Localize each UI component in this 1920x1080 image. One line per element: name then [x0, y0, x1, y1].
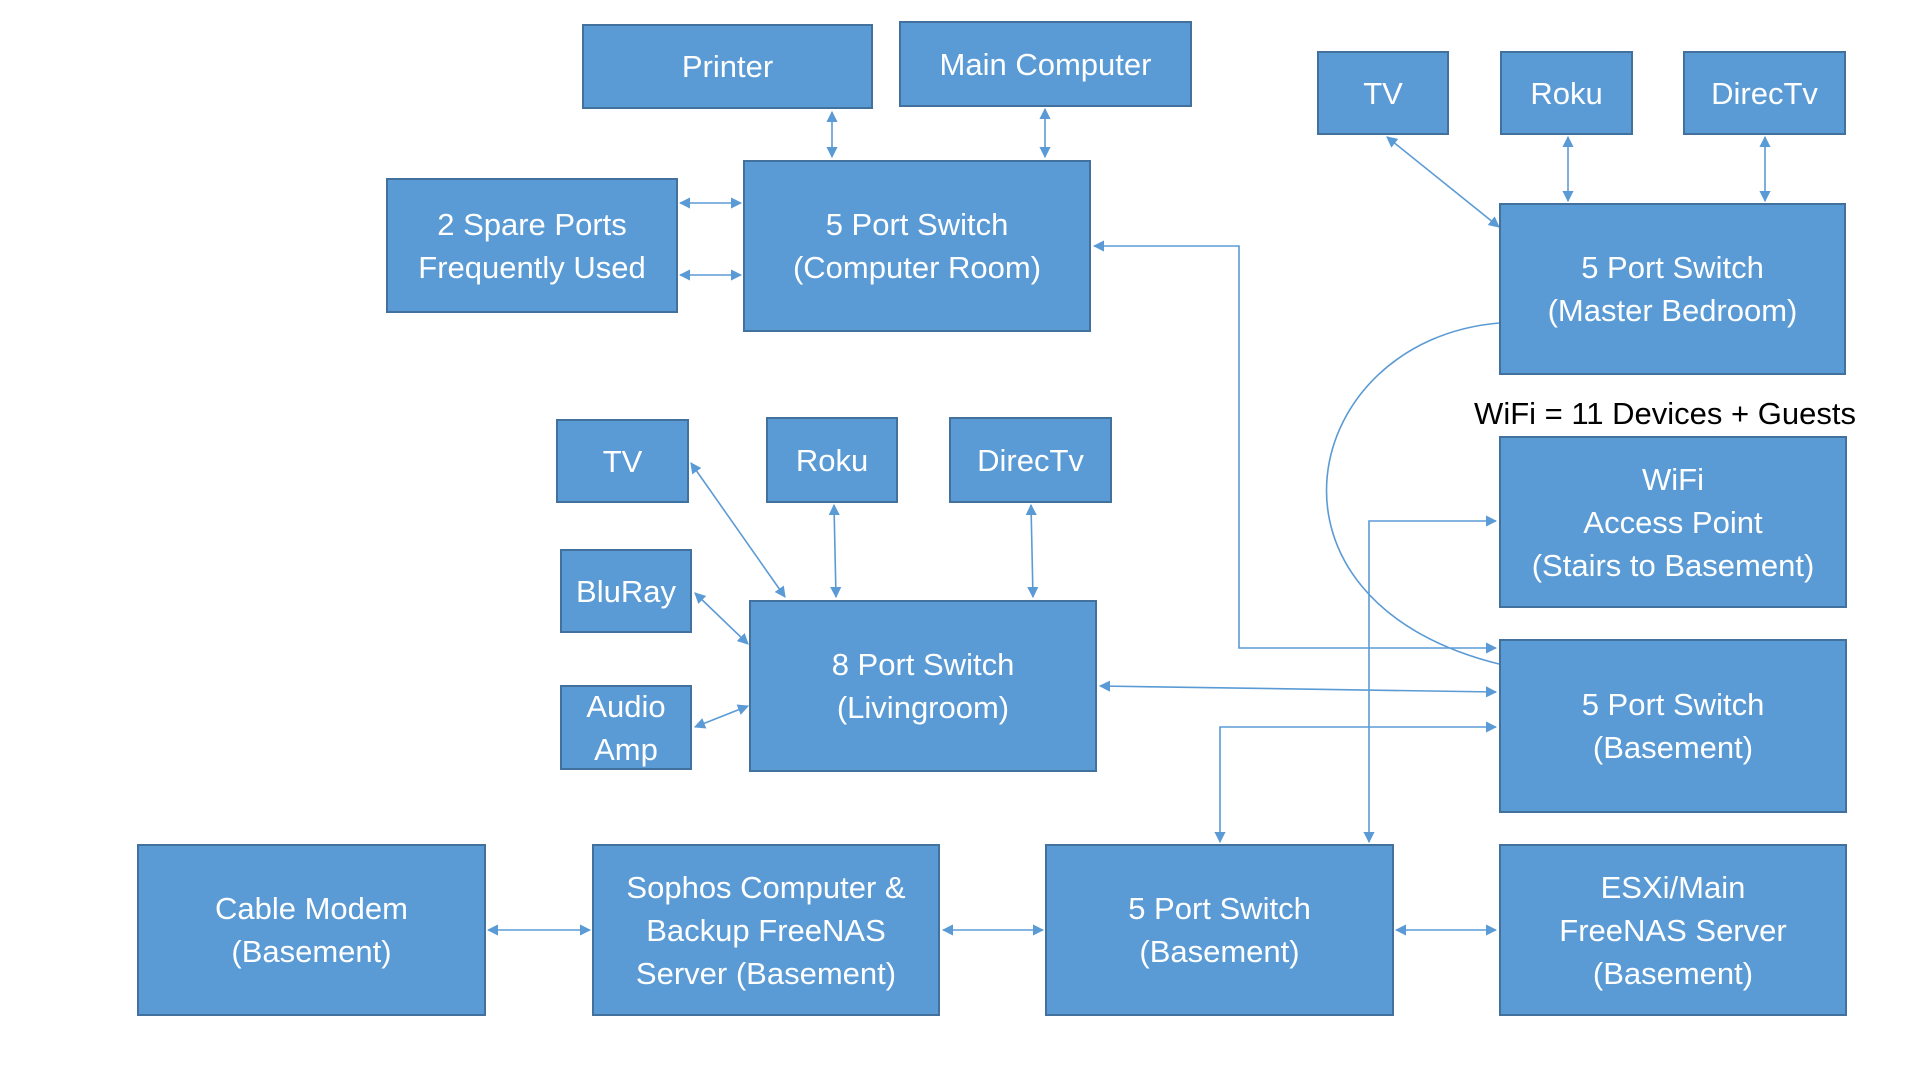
- node-label-line: 5 Port Switch: [1581, 687, 1765, 722]
- node-label-line: (Livingroom): [836, 690, 1010, 725]
- node-label-line: (Basement): [231, 934, 392, 969]
- node-label-line: WiFi: [1642, 461, 1704, 497]
- node-label-line: Main Computer: [939, 46, 1152, 82]
- node-label-line: Backup FreeNAS: [646, 912, 886, 948]
- node-switch-livingroom: 8 Port Switch (Livingroom): [749, 600, 1097, 772]
- node-label-line: Frequently Used: [418, 249, 646, 285]
- node-mb-tv: TV: [1317, 51, 1449, 135]
- node-label-line: FreeNAS Server: [1559, 912, 1787, 948]
- node-main-computer: Main Computer: [899, 21, 1192, 107]
- node-label-line: Audio: [586, 688, 666, 724]
- node-label-line: (Basement): [1592, 955, 1754, 991]
- node-label-line: (Master Bedroom): [1547, 293, 1798, 328]
- node-label-line: (Computer Room): [792, 250, 1042, 285]
- node-switch-computer-room: 5 Port Switch (Computer Room): [743, 160, 1091, 332]
- connector-audioamp-switch: [693, 704, 750, 729]
- node-label-line: 5 Port Switch: [1128, 891, 1311, 926]
- connector-lrtv-switch: [690, 462, 786, 598]
- node-printer: Printer: [582, 24, 873, 109]
- connector-livingroom-basement: [1098, 680, 1498, 698]
- connector-mbtv-switch: [1386, 136, 1500, 228]
- connector-masterbedroom-basement-curve: [1325, 322, 1500, 665]
- node-lr-directv: DirecTv: [949, 417, 1112, 503]
- node-label-line: 5 Port Switch: [1581, 250, 1764, 285]
- node-label-line: (Basement): [1592, 730, 1754, 765]
- node-switch-basement-upper: 5 Port Switch (Basement): [1499, 639, 1847, 813]
- wifi-annotation: WiFi = 11 Devices + Guests: [1474, 396, 1856, 431]
- node-label-line: 5 Port Switch: [825, 207, 1009, 242]
- node-sophos: Sophos Computer & Backup FreeNAS Server (B…: [592, 844, 940, 1016]
- node-mb-roku: Roku: [1500, 51, 1633, 135]
- node-label-line: DirecTv: [977, 442, 1084, 478]
- connector-basement-wifi: [1363, 515, 1498, 844]
- connector-basementlower-basementupper: [1214, 721, 1498, 844]
- node-lr-roku: Roku: [766, 417, 898, 503]
- node-label-line: TV: [1363, 75, 1403, 111]
- node-label-line: DirecTv: [1711, 75, 1818, 111]
- node-label-line: 2 Spare Ports: [437, 206, 627, 242]
- node-label-line: Sophos Computer &: [626, 869, 906, 905]
- node-cable-modem: Cable Modem (Basement): [137, 844, 486, 1016]
- connector-lrdirectv-switch: [1025, 503, 1039, 599]
- node-lr-tv: TV: [556, 419, 689, 503]
- connector-bluray-switch: [694, 592, 749, 645]
- node-label-line: BluRay: [576, 573, 676, 609]
- node-label-line: Server (Basement): [635, 955, 897, 991]
- node-label-line: Cable Modem: [215, 891, 408, 926]
- node-label-line: Roku: [795, 442, 869, 478]
- node-label-line: (Stairs to Basement): [1531, 547, 1815, 583]
- node-mb-directv: DirecTv: [1683, 51, 1846, 135]
- node-label-line: 8 Port Switch: [831, 647, 1015, 682]
- connector-computerroom-basement: [1092, 240, 1498, 654]
- node-label-line: Amp: [594, 731, 658, 767]
- node-label-line: ESXi/Main: [1600, 869, 1746, 905]
- node-label-line: Access Point: [1583, 504, 1763, 540]
- node-label-line: TV: [602, 443, 643, 479]
- node-label-line: Roku: [1530, 75, 1603, 111]
- node-switch-basement-lower: 5 Port Switch (Basement): [1045, 844, 1394, 1016]
- connector-lrroku-switch: [828, 503, 842, 599]
- node-switch-master-bedroom: 5 Port Switch (Master Bedroom): [1499, 203, 1846, 375]
- node-label-line: Printer: [681, 49, 774, 84]
- node-bluray: BluRay: [560, 549, 692, 633]
- node-label-line: (Basement): [1139, 934, 1300, 969]
